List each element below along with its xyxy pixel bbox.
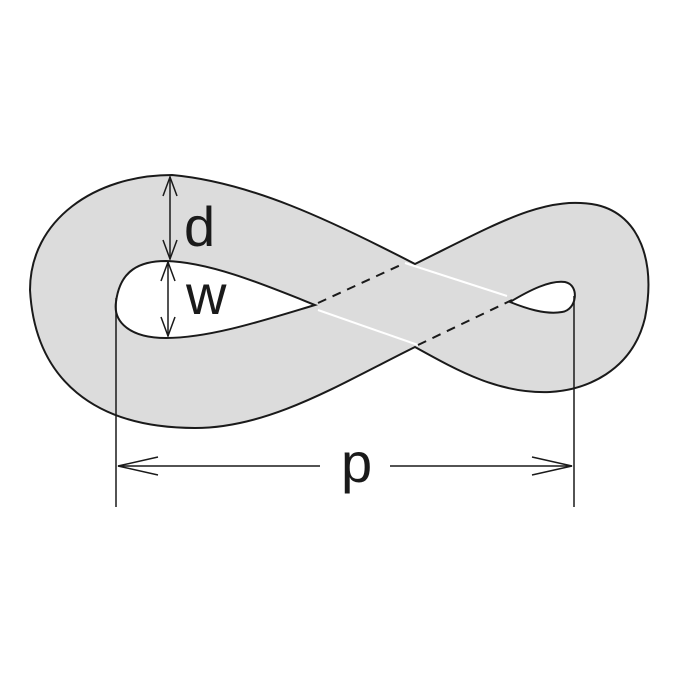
- dimension-p-label: p: [341, 431, 372, 494]
- dimension-d-label: d: [184, 195, 215, 258]
- dimension-w-arrow-top: [160, 259, 176, 282]
- dimension-p-arrow-left: [117, 456, 159, 476]
- link-band: [30, 175, 649, 428]
- crossing-front-edge-lower: [317, 309, 419, 346]
- dimension-d-arrow-bottom: [162, 239, 178, 262]
- link-outer-edge: [28, 173, 650, 430]
- crossing-hidden-edge-right: [417, 299, 513, 346]
- dimension-d-arrow-top: [162, 174, 178, 197]
- link-inner-left-edge: [114, 259, 319, 340]
- crossing-front-edge-upper: [404, 262, 508, 297]
- dimension-w-label: w: [185, 263, 227, 326]
- dimension-p-arrow-right: [531, 456, 573, 476]
- dimension-w-arrow-bottom: [160, 316, 176, 339]
